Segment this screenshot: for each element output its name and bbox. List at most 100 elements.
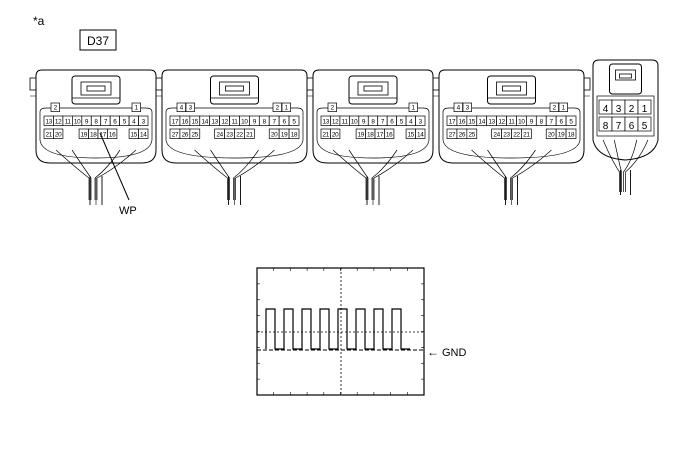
pin-label: 10 <box>241 118 248 125</box>
pin-label-cell <box>415 115 426 126</box>
pin-label: 15 <box>408 131 415 138</box>
pin-label: 22 <box>236 131 243 138</box>
latch-tab <box>225 85 244 92</box>
connector-inner-outline <box>596 95 655 137</box>
pulse-waveform <box>265 308 410 350</box>
pin-label-cell <box>565 115 577 126</box>
top-pin-label: 3 <box>466 104 470 111</box>
wp-label: WP <box>119 205 137 217</box>
connector-inner-outline <box>165 107 304 159</box>
pin-label: 9 <box>253 118 257 125</box>
pin-label: 6 <box>282 118 286 125</box>
pin-label-cell <box>288 115 300 126</box>
pin-label: 20 <box>548 131 555 138</box>
pin-label: 24 <box>216 131 223 138</box>
pin-label: 9 <box>530 118 534 125</box>
top-pin-label-cell <box>272 102 282 112</box>
connector-id-label: D37 <box>87 34 109 48</box>
top-pin-label: 1 <box>135 104 139 111</box>
pin-label-cell <box>466 128 478 139</box>
pin-label: 12 <box>332 118 339 125</box>
pin-label: 17 <box>172 118 179 125</box>
top-pin-label: 1 <box>412 104 416 111</box>
pin-label: 8 <box>603 121 609 132</box>
pin-label: 17 <box>449 118 456 125</box>
pin-label: 27 <box>449 131 456 138</box>
top-pin-label-cell <box>131 102 141 112</box>
pin-label: 18 <box>90 131 97 138</box>
pin-label: 14 <box>140 131 147 138</box>
pin-label: 17 <box>99 131 106 138</box>
pin-label: 27 <box>172 131 179 138</box>
pin-label: 6 <box>629 121 635 132</box>
pin-label: 15 <box>469 118 476 125</box>
pin-label: 7 <box>381 118 385 125</box>
wire-harness <box>602 139 649 195</box>
top-pin-label: 3 <box>189 104 193 111</box>
pin-label: 25 <box>192 131 199 138</box>
pin-label: 6 <box>390 118 394 125</box>
top-pin-label-cell <box>462 102 472 112</box>
pin-label-cell <box>53 128 64 139</box>
top-pin-label-cell <box>281 102 291 112</box>
pin-label: 6 <box>113 118 117 125</box>
pin-label: 14 <box>478 118 485 125</box>
pin-label: 11 <box>65 118 72 125</box>
pin-label: 22 <box>513 131 520 138</box>
pin-label: 7 <box>550 118 554 125</box>
top-pin-label: 2 <box>331 104 335 111</box>
pin-label-cell <box>637 116 652 132</box>
pin-label: 15 <box>131 131 138 138</box>
pin-label-cell <box>565 128 577 139</box>
pin-label: 18 <box>367 131 374 138</box>
pin-label: 12 <box>221 118 228 125</box>
pin-label: 10 <box>74 118 81 125</box>
pin-label-cell <box>637 99 652 115</box>
pin-label-cell <box>244 128 255 139</box>
pin-label: 1 <box>642 104 648 115</box>
pin-label: 16 <box>459 118 466 125</box>
pin-label: 20 <box>271 131 278 138</box>
pin-label: 23 <box>503 131 510 138</box>
pin-label: 19 <box>358 131 365 138</box>
pin-label: 19 <box>81 131 88 138</box>
pin-label: 5 <box>642 121 648 132</box>
pin-label: 12 <box>55 118 62 125</box>
pin-label: 13 <box>488 118 495 125</box>
connector-id-box: D37 <box>79 29 117 51</box>
latch-tab <box>619 73 632 79</box>
pin-label: 13 <box>211 118 218 125</box>
pin-label: 3 <box>419 118 423 125</box>
oscilloscope-screen <box>256 267 425 396</box>
top-pin-label: 1 <box>285 104 289 111</box>
pin-label-cell <box>384 128 395 139</box>
pin-label: 11 <box>508 118 515 125</box>
top-pin-label-cell <box>327 102 337 112</box>
pin-label: 18 <box>291 131 298 138</box>
pin-label: 9 <box>85 118 89 125</box>
pin-label-cell <box>138 128 149 139</box>
gnd-label: GND <box>442 347 467 359</box>
latch-tab <box>86 85 106 92</box>
pin-label: 2 <box>629 104 635 115</box>
top-pin-label: 2 <box>54 104 58 111</box>
pin-label-cell <box>288 128 300 139</box>
pin-label: 7 <box>104 118 108 125</box>
wp-leader-line <box>99 132 130 201</box>
pin-label: 11 <box>231 118 238 125</box>
pin-label: 20 <box>55 131 62 138</box>
pin-label: 5 <box>569 118 573 125</box>
pin-label: 19 <box>558 131 565 138</box>
pin-label: 15 <box>192 118 199 125</box>
pin-label: 7 <box>616 121 622 132</box>
pin-label: 3 <box>616 104 622 115</box>
top-pin-label-cell <box>558 102 568 112</box>
latch-tab <box>502 85 521 92</box>
pin-label: 5 <box>123 118 127 125</box>
pin-label: 18 <box>568 131 575 138</box>
pin-label: 8 <box>540 118 544 125</box>
